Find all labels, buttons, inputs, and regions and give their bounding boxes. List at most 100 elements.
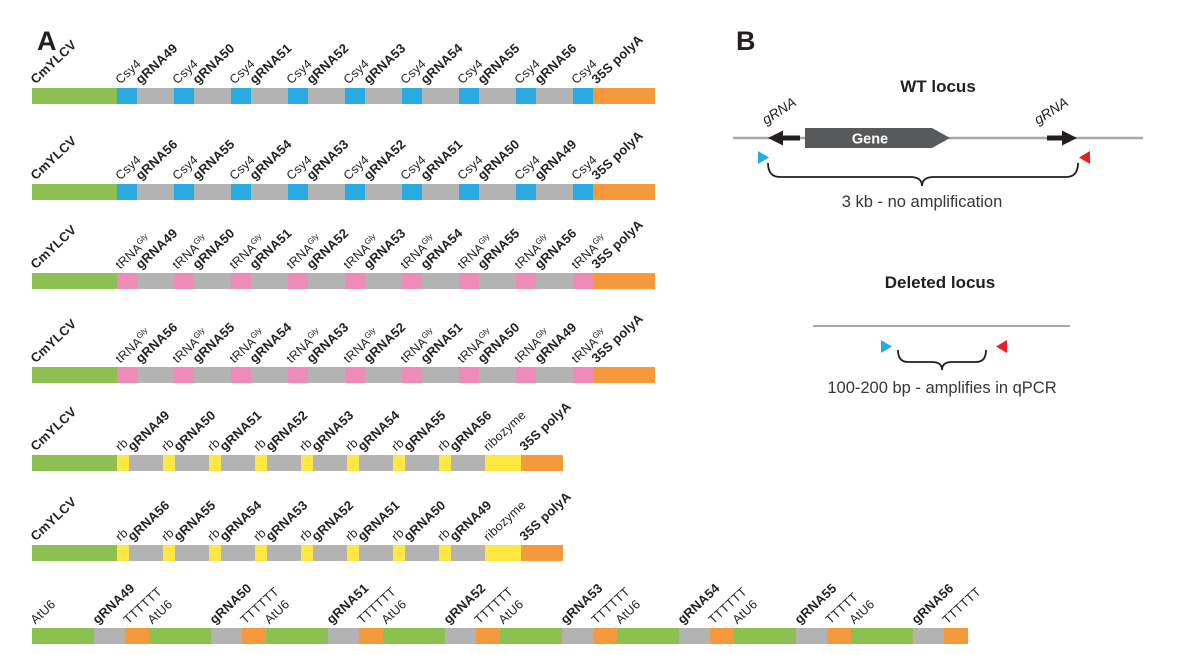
wt-caption: 3 kb - no amplification [842,193,1003,211]
segment-rb [439,545,451,561]
segment-grna52 [445,628,476,644]
segment-ribozyme [485,455,521,471]
segment-rb [163,455,175,471]
segment-grna55 [479,88,516,104]
segment-cmylcv [32,545,117,561]
segment-grna51 [422,367,459,383]
segment-trnagly [288,273,308,289]
segment-csy4 [345,184,365,200]
segment-rb [301,545,313,561]
panel-a-label: A [37,26,57,56]
segment-grna54 [221,545,255,561]
segment-atu6 [266,628,328,644]
grna-right-label: gRNA [1031,94,1071,128]
segment-rb [393,545,405,561]
segment-atu6 [32,628,94,644]
segment-grna49 [536,184,573,200]
segment-grna55 [405,455,439,471]
segment-grna51 [251,273,288,289]
segment-grna52 [308,88,345,104]
segment-grna51 [359,545,393,561]
segment-csy4 [516,88,536,104]
segment-label-cmylcv: CmYLCV [27,316,80,366]
gene-label: Gene [852,132,888,148]
segment-rb [301,455,313,471]
segment-grna50 [479,184,516,200]
segment-label-cmylcv: CmYLCV [27,133,80,183]
segment-35s-polya [593,88,655,104]
segment-rb [117,545,129,561]
segment-grna53 [365,88,402,104]
segment-csy4 [231,88,251,104]
segment-csy4 [402,184,422,200]
forward-primer-icon [881,340,892,353]
segment-grna49 [451,545,485,561]
grna-left-label: gRNA [759,94,799,128]
segment-tttttt [593,628,617,644]
segment-rb [255,455,267,471]
segment-trnagly [516,273,536,289]
segment-grna53 [308,184,345,200]
segment-rb [347,545,359,561]
segment-trnagly [402,367,422,383]
segment-rb [117,455,129,471]
segment-rb [439,455,451,471]
segment-tttttt [242,628,266,644]
segment-grna50 [479,367,516,383]
segment-tttttt [476,628,500,644]
segment-ttttt [827,628,851,644]
segment-grna56 [913,628,944,644]
panel-b-locus-diagram: WT locus gRNA Gene gRNA 3 kb - no amplif… [733,77,1143,397]
segment-label-35s-polya: 35S polyA [516,398,574,454]
segment-grna52 [267,455,301,471]
segment-grna52 [313,545,347,561]
segment-trnagly [573,273,593,289]
segment-atu6 [617,628,679,644]
segment-grna53 [365,273,402,289]
segment-rb [255,545,267,561]
segment-grna49 [137,88,174,104]
segment-atu6 [500,628,562,644]
construct-bar [32,455,563,471]
segment-grna55 [175,545,209,561]
segment-grna49 [129,455,163,471]
segment-tttttt [359,628,383,644]
reverse-primer-icon [1079,151,1090,164]
segment-grna51 [221,455,255,471]
segment-trnagly [459,367,479,383]
segment-csy4 [573,88,593,104]
segment-grna55 [796,628,827,644]
segment-grna56 [451,455,485,471]
segment-cmylcv [32,455,117,471]
segment-grna54 [679,628,710,644]
segment-label-35s-polya: 35S polyA [588,127,646,183]
segment-trnagly [174,273,194,289]
segment-trnagly [459,273,479,289]
segment-35s-polya [521,545,563,561]
grna-right-arrowhead-icon [1062,130,1077,146]
segment-grna54 [251,184,288,200]
segment-grna56 [137,367,174,383]
segment-atu6 [149,628,211,644]
segment-grna56 [129,545,163,561]
segment-label-atu6: AtU6 [27,596,59,627]
construct-bar [32,184,655,200]
segment-grna50 [211,628,242,644]
segment-label-cmylcv: CmYLCV [27,222,80,272]
segment-grna55 [194,367,231,383]
segment-grna53 [313,455,347,471]
segment-trnagly [117,273,137,289]
segment-grna49 [94,628,125,644]
segment-35s-polya [593,273,655,289]
segment-trnagly [231,367,251,383]
segment-cmylcv [32,367,117,383]
segment-atu6 [383,628,445,644]
construct-bar [32,367,655,383]
segment-grna53 [308,367,345,383]
segment-tttttt [125,628,149,644]
segment-rb [209,455,221,471]
construct-bar [32,273,655,289]
segment-csy4 [174,88,194,104]
segment-csy4 [117,88,137,104]
